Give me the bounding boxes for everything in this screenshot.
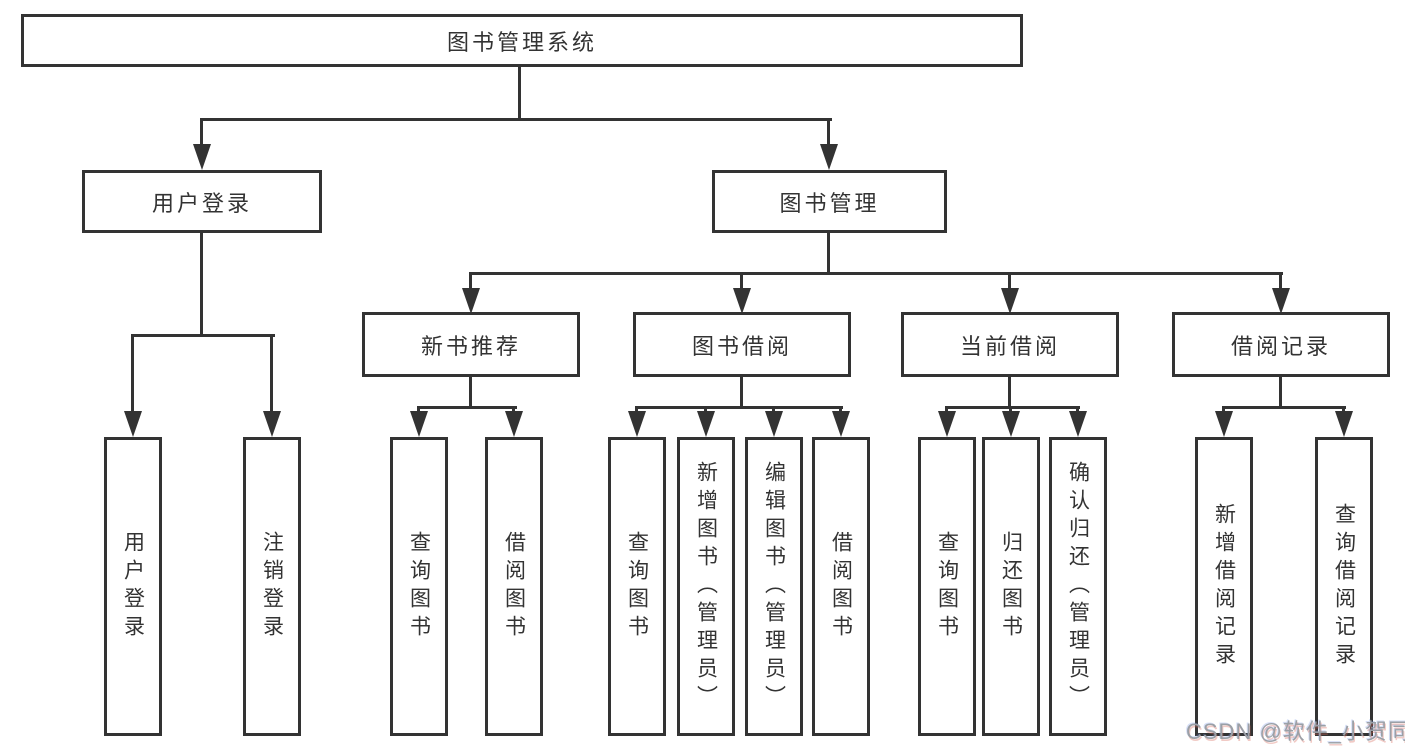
connector-shaft — [131, 334, 134, 412]
arrowhead-down — [505, 411, 523, 437]
arrowhead-down — [1002, 411, 1020, 437]
leaf-label: 归还图书 — [999, 530, 1023, 643]
arrowhead-down — [1215, 411, 1233, 437]
leaf-add-borrow-record: 新增借阅记录 — [1195, 437, 1253, 736]
leaf-label: 查询图书 — [625, 530, 649, 643]
connector-shaft — [1008, 272, 1011, 292]
connector-group-stub — [740, 377, 743, 408]
arrowhead-down — [1335, 411, 1353, 437]
leaf-borrow-books: 借阅图书 — [485, 437, 543, 736]
leaf-confirm-return-admin: 确认归还（管理员） — [1049, 437, 1107, 736]
connector-bookmgmt-stub — [827, 233, 830, 275]
leaf-label: 用户登录 — [121, 530, 145, 643]
arrowhead-down — [938, 411, 956, 437]
node-new-book-recommendation: 新书推荐 — [362, 312, 580, 377]
leaf-return-books: 归还图书 — [982, 437, 1040, 736]
leaf-label: 借阅图书 — [829, 530, 853, 643]
connector-shaft — [270, 334, 273, 412]
leaf-label: 注销登录 — [260, 530, 284, 643]
node-current-borrowing: 当前借阅 — [901, 312, 1119, 377]
connector-root-split — [200, 118, 832, 121]
leaf-label: 借阅图书 — [502, 530, 526, 643]
connector-group-stub — [469, 377, 472, 408]
arrowhead-down — [462, 288, 480, 314]
node-user-login: 用户登录 — [82, 170, 322, 233]
csdn-watermark: CSDN @软件_小贺同学 — [1186, 719, 1405, 744]
arrowhead-down — [832, 411, 850, 437]
leaf-label: 新增图书（管理员） — [694, 460, 718, 713]
connector-group-split — [945, 406, 1080, 409]
arrowhead-down — [765, 411, 783, 437]
leaf-edit-books-admin: 编辑图书（管理员） — [745, 437, 803, 736]
leaf-label: 确认归还（管理员） — [1066, 460, 1090, 713]
connector-group-split — [1222, 406, 1346, 409]
leaf-logout: 注销登录 — [243, 437, 301, 736]
connector-userlogin-split — [132, 334, 275, 337]
leaf-label: 编辑图书（管理员） — [762, 460, 786, 713]
leaf-query-books: 查询图书 — [608, 437, 666, 736]
node-library-management-system: 图书管理系统 — [21, 14, 1023, 67]
connector-shaft — [1279, 272, 1282, 292]
arrowhead-down — [1272, 288, 1290, 314]
leaf-query-borrow-record: 查询借阅记录 — [1315, 437, 1373, 736]
connector-shaft — [469, 272, 472, 292]
node-book-management: 图书管理 — [712, 170, 947, 233]
arrowhead-down — [697, 411, 715, 437]
arrowhead-down — [193, 144, 211, 170]
leaf-label: 查询图书 — [407, 530, 431, 643]
leaf-query-books: 查询图书 — [918, 437, 976, 736]
leaf-query-books: 查询图书 — [390, 437, 448, 736]
arrowhead-down — [733, 288, 751, 314]
connector-bookmgmt-split — [469, 272, 1283, 275]
connector-group-stub — [1008, 377, 1011, 408]
arrowhead-down — [1001, 288, 1019, 314]
arrowhead-down — [628, 411, 646, 437]
leaf-add-books-admin: 新增图书（管理员） — [677, 437, 735, 736]
connector-shaft — [740, 272, 743, 292]
arrowhead-down — [124, 411, 142, 437]
node-borrowing-records: 借阅记录 — [1172, 312, 1390, 377]
leaf-user-login: 用户登录 — [104, 437, 162, 736]
connector-shaft — [200, 118, 203, 148]
connector-shaft — [827, 118, 830, 148]
leaf-label: 新增借阅记录 — [1212, 502, 1236, 671]
arrowhead-down — [410, 411, 428, 437]
leaf-borrow-books: 借阅图书 — [812, 437, 870, 736]
connector-group-split — [635, 406, 843, 409]
connector-group-stub — [1279, 377, 1282, 408]
arrowhead-down — [1069, 411, 1087, 437]
connector-root-stub — [518, 65, 521, 120]
arrowhead-down — [820, 144, 838, 170]
node-book-borrowing: 图书借阅 — [633, 312, 851, 377]
connector-userlogin-stub — [200, 233, 203, 337]
leaf-label: 查询图书 — [935, 530, 959, 643]
arrowhead-down — [263, 411, 281, 437]
leaf-label: 查询借阅记录 — [1332, 502, 1356, 671]
connector-group-split — [417, 406, 517, 409]
